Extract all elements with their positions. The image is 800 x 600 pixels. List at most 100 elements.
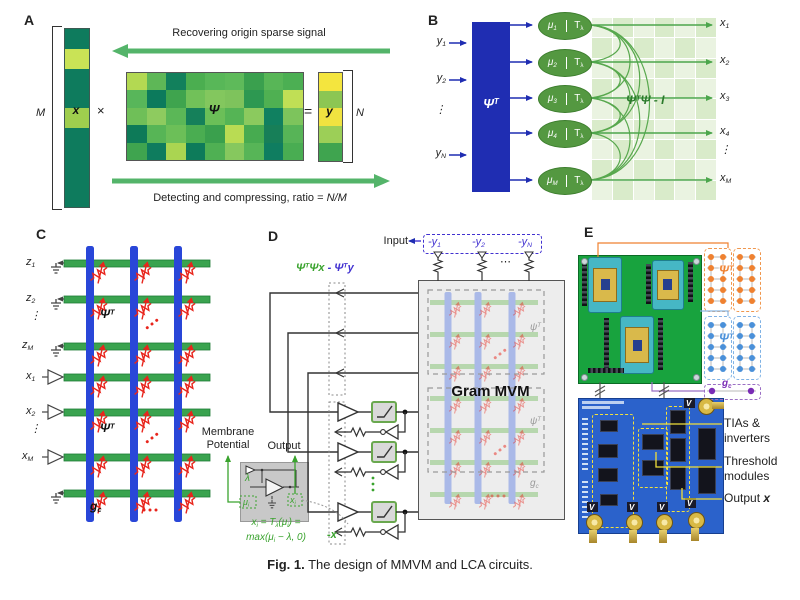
- b-grid-cell: [654, 99, 675, 119]
- a-psi-matrix: [126, 72, 304, 161]
- d-left-arrowhead: [334, 328, 345, 338]
- a-x-cell: [65, 29, 89, 49]
- memristor-icon: [173, 296, 201, 323]
- e-ic: [642, 460, 664, 476]
- b-grid-cell: [654, 119, 675, 139]
- d-signal-probe-box: [328, 282, 346, 396]
- d-formula-line: max(μi − λ, 0): [246, 531, 306, 544]
- b-neuron-threshold: Tλ: [565, 128, 591, 140]
- a-matrix-cell: [185, 142, 206, 160]
- red-ellipsis: [145, 432, 159, 444]
- b-grid-cell: [592, 119, 612, 139]
- panel-c-label: C: [36, 226, 47, 242]
- b-grid-cell: [592, 79, 612, 99]
- d-inverter-triangle: [384, 423, 399, 441]
- e-chip-socket: [588, 257, 622, 313]
- e-output-x: x: [763, 491, 771, 505]
- b-grid-cell: [612, 38, 633, 58]
- a-matrix-cell: [224, 142, 245, 160]
- a-bottom-text-prefix: Detecting and compressing, ratio =: [153, 192, 327, 204]
- a-matrix-cell: [283, 73, 303, 91]
- b-input-label: yN: [435, 147, 446, 161]
- e-v-chip: [657, 502, 668, 512]
- e-screw: [693, 258, 700, 265]
- a-matrix-cell: [166, 107, 186, 126]
- d-junction-dot: [402, 509, 408, 515]
- e-chip: [593, 267, 617, 303]
- a-matrix-cell: [185, 73, 206, 91]
- a-matrix-cell: [205, 107, 225, 126]
- a-y-cell: [319, 143, 342, 161]
- d-input-term: ⋯: [500, 256, 511, 268]
- c-row-bar: [63, 408, 211, 417]
- a-m-label: M: [36, 107, 46, 119]
- a-matrix-cell: [263, 142, 284, 160]
- memristor-icon: [85, 260, 113, 287]
- a-matrix-cell: [146, 142, 167, 160]
- e-die: [632, 339, 642, 351]
- red-ellipsis: [145, 318, 159, 330]
- a-matrix-cell: [224, 107, 245, 126]
- c-row-label: z1: [26, 256, 36, 270]
- c-row-label: ⋮: [30, 423, 41, 435]
- a-matrix-cell: [244, 125, 264, 143]
- b-grid-cell: [592, 160, 612, 180]
- c-buffer-triangle: [47, 404, 65, 420]
- d-feedback-wire: [398, 452, 406, 473]
- e-pad-row: [582, 418, 588, 470]
- e-annotation-tias-line2: inverters: [724, 431, 771, 445]
- resistor-icon: [524, 257, 534, 275]
- d-signal-expression: ΨTΨx - ΨTy: [296, 262, 354, 274]
- b-neuron-mu: μ2: [547, 57, 557, 69]
- caption-fig-number: Fig. 1.: [267, 557, 305, 572]
- e-annotation-threshold-line2: modules: [724, 469, 770, 483]
- d-buffer-triangle: [337, 401, 360, 423]
- memristor-icon: [129, 454, 157, 481]
- d-threshold-box: [371, 501, 397, 523]
- ground-icon: [50, 262, 62, 274]
- e-sma-stem: [712, 402, 724, 409]
- a-psi-label: Ψ: [208, 102, 220, 117]
- e-connector: [698, 428, 716, 460]
- c-row-label: xM: [22, 450, 34, 464]
- memristor-icon: [173, 343, 201, 370]
- b-grid-cell: [696, 58, 716, 78]
- a-matrix-cell: [185, 107, 206, 126]
- b-grid-cell: [696, 119, 716, 139]
- a-x-cell: [65, 68, 89, 89]
- b-grid-cell: [612, 119, 633, 139]
- b-grid-cell: [696, 79, 716, 99]
- a-matrix-cell: [263, 73, 284, 91]
- a-x-cell: [65, 187, 89, 208]
- c-psi-label: ΨT: [100, 421, 115, 435]
- d-buffer-triangle: [337, 501, 360, 523]
- e-pin-header: [658, 318, 663, 370]
- d-relu-glyph: [377, 505, 393, 518]
- e-break-icon: [594, 385, 606, 397]
- e-v-chip: [684, 398, 695, 408]
- a-matrix-cell: [205, 142, 225, 160]
- d-lambda-label: λ: [245, 473, 250, 484]
- a-matrix-cell: [263, 125, 284, 143]
- a-y-cell: [319, 90, 342, 109]
- a-equals-sign: =: [304, 103, 313, 119]
- e-psi-orange-box: [704, 248, 732, 312]
- b-grid-cell: [633, 18, 654, 38]
- ground-icon: [50, 345, 62, 357]
- c-psi-label: ΨT: [100, 307, 115, 321]
- b-grid-cell: [675, 119, 696, 139]
- memristor-icon: [129, 490, 157, 517]
- a-matrix-cell: [283, 125, 303, 143]
- d-left-arrowhead: [334, 288, 345, 298]
- a-x-cell: [65, 127, 89, 148]
- a-matrix-cell: [166, 73, 186, 91]
- c-row-label: z2: [26, 292, 36, 306]
- a-matrix-cell: [244, 73, 264, 91]
- b-output-label: x2: [720, 54, 730, 68]
- a-y-label: y: [326, 104, 333, 118]
- c-gc-label: gc: [90, 499, 102, 515]
- b-grid-cell: [633, 180, 654, 200]
